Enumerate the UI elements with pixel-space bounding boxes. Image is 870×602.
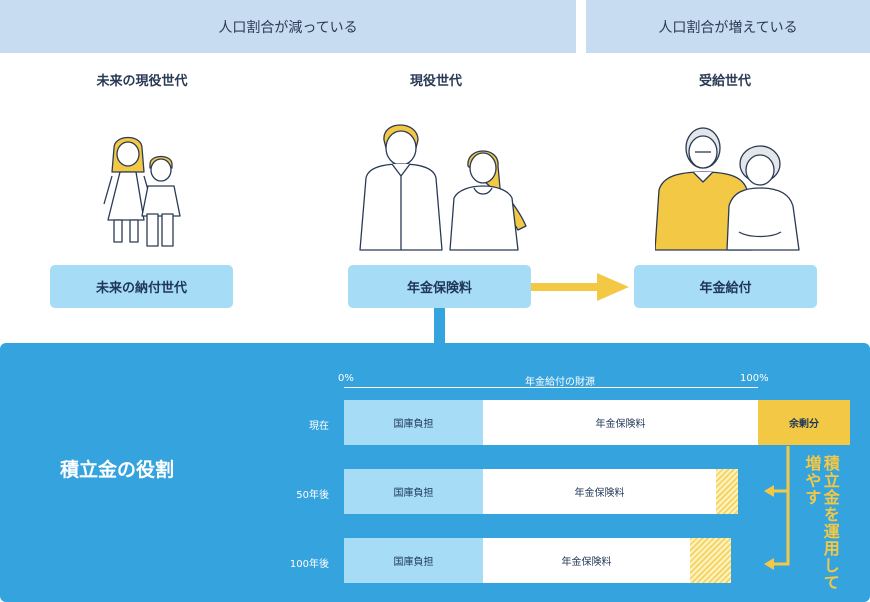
segment-government: 国庫負担	[344, 400, 483, 445]
row-label-50years: 50年後	[296, 490, 329, 501]
row-label-current: 現在	[309, 421, 329, 432]
axis-line	[344, 387, 758, 388]
surplus-return-arrows	[764, 446, 790, 570]
chart-header: 年金給付の財源	[525, 377, 595, 388]
title-recipient-generation: 受給世代	[698, 74, 751, 89]
row-label-100years: 100年後	[289, 559, 329, 570]
elderly-illustration	[655, 127, 800, 251]
bar-row-2: 国庫負担年金保険料	[344, 538, 731, 583]
title-future-generation: 未来の現役世代	[96, 74, 188, 89]
segment-premium: 年金保険料	[483, 400, 758, 445]
future-payer-box: 未来の納付世代	[50, 265, 233, 308]
tick-100-percent: 100%	[740, 373, 769, 384]
working-adults-illustration	[359, 124, 527, 251]
segment-government: 国庫負担	[344, 538, 483, 583]
banner-decreasing: 人口割合が減っている	[0, 0, 576, 53]
bar-row-1: 国庫負担年金保険料	[344, 469, 738, 514]
segment-shortfall	[716, 469, 738, 514]
flow-arrow	[531, 273, 629, 301]
segment-surplus: 余剰分	[758, 400, 850, 445]
children-illustration	[103, 136, 181, 247]
banner-increasing: 人口割合が増えている	[586, 0, 870, 53]
connector-line	[434, 308, 445, 348]
tick-0-percent: 0%	[338, 373, 354, 384]
segment-premium: 年金保険料	[483, 538, 690, 583]
bar-row-0: 国庫負担年金保険料余剰分	[344, 400, 850, 445]
side-text: 積立金を運用して増やす	[802, 455, 840, 591]
title-current-generation: 現役世代	[409, 74, 462, 89]
segment-shortfall	[690, 538, 731, 583]
panel-title: 積立金の役割	[60, 459, 175, 481]
pension-premium-box: 年金保険料	[348, 265, 531, 308]
segment-government: 国庫負担	[344, 469, 483, 514]
pension-benefit-box: 年金給付	[634, 265, 817, 308]
segment-premium: 年金保険料	[483, 469, 716, 514]
